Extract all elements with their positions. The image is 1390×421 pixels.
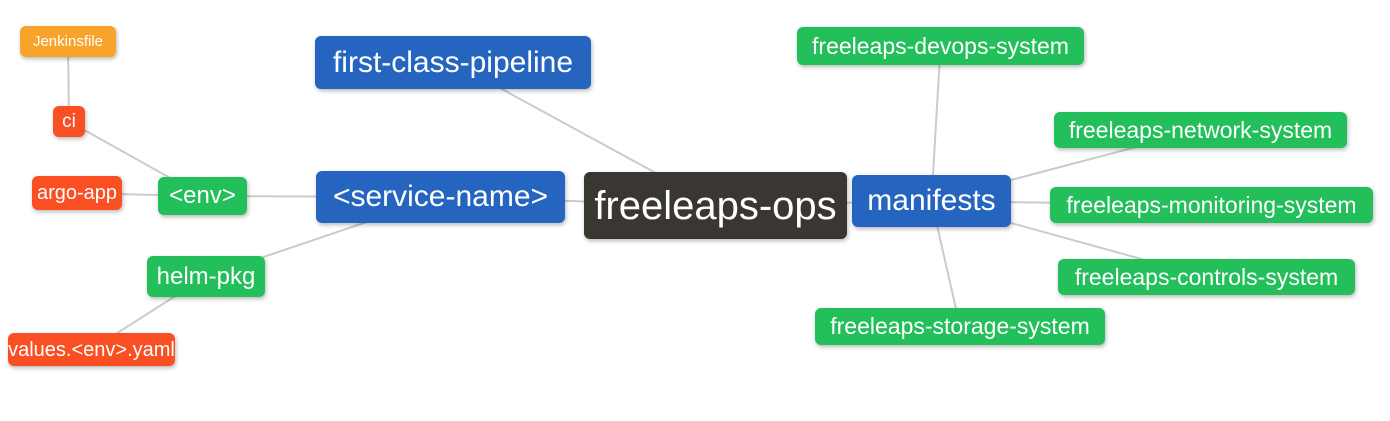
node-label-freeleaps-network-system: freeleaps-network-system — [1068, 116, 1333, 143]
node-label-values-env-yaml: values.<env>.yaml — [8, 338, 175, 361]
mindmap-node-manifests[interactable]: manifests — [852, 175, 1011, 227]
mindmap-node-freeleaps-network-system[interactable]: freeleaps-network-system — [1054, 112, 1347, 148]
mindmap-node-jenkinsfile[interactable]: Jenkinsfile — [20, 26, 116, 57]
node-label-jenkinsfile: Jenkinsfile — [32, 33, 104, 50]
node-label-helm-pkg: helm-pkg — [156, 262, 256, 290]
node-label-freeleaps-devops-system: freeleaps-devops-system — [812, 32, 1069, 59]
mindmap-node-freeleaps-devops-system[interactable]: freeleaps-devops-system — [797, 27, 1084, 65]
mindmap-node-ci[interactable]: ci — [53, 106, 85, 137]
node-label-freeleaps-controls-system: freeleaps-controls-system — [1074, 263, 1339, 290]
mindmap-node-freeleaps-controls-system[interactable]: freeleaps-controls-system — [1058, 259, 1355, 295]
mindmap-node-freeleaps-ops[interactable]: freeleaps-ops — [584, 172, 847, 239]
node-label-freeleaps-monitoring-system: freeleaps-monitoring-system — [1066, 191, 1357, 218]
mindmap-node-argo-app[interactable]: argo-app — [32, 176, 122, 210]
mindmap-node-freeleaps-monitoring-system[interactable]: freeleaps-monitoring-system — [1050, 187, 1373, 223]
node-label-env: <env> — [169, 182, 236, 209]
mindmap-node-service-name[interactable]: <service-name> — [316, 171, 565, 223]
node-label-manifests: manifests — [867, 184, 996, 217]
node-label-ci: ci — [62, 111, 76, 132]
node-label-freeleaps-storage-system: freeleaps-storage-system — [830, 313, 1090, 339]
node-label-freeleaps-ops: freeleaps-ops — [594, 183, 837, 228]
node-label-first-class-pipeline: first-class-pipeline — [332, 45, 574, 79]
mindmap-node-env[interactable]: <env> — [158, 177, 247, 215]
mindmap-node-first-class-pipeline[interactable]: first-class-pipeline — [315, 36, 591, 89]
mindmap-node-values-env-yaml[interactable]: values.<env>.yaml — [8, 333, 175, 366]
node-label-argo-app: argo-app — [36, 182, 118, 204]
mindmap-node-freeleaps-storage-system[interactable]: freeleaps-storage-system — [815, 308, 1105, 345]
mindmap-node-helm-pkg[interactable]: helm-pkg — [147, 256, 265, 297]
node-label-service-name: <service-name> — [332, 180, 549, 213]
